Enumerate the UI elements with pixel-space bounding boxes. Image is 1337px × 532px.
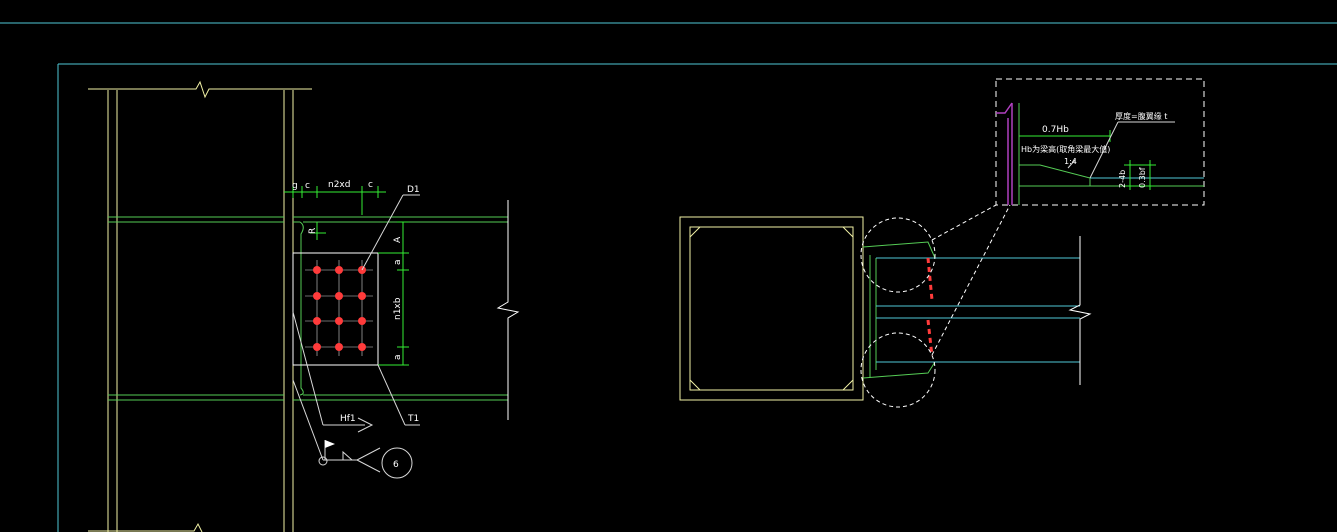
zoom-label-dim-v1: 2-4b [1118,170,1127,188]
dim-a1: a [393,259,403,265]
bolt [335,266,343,274]
callout-circle [381,447,413,479]
zoom-label-slope: 1:4 [1064,157,1077,166]
dims-right [378,221,409,366]
bolt [313,343,321,351]
weld-flag-icon [325,440,335,448]
weld-dashes [926,257,934,357]
zoom-detail-border [995,78,1205,206]
left-detail: g c n2xd c R A a n1xb a D1 [88,80,520,532]
zoom-label-0-7Hb: 0.7Hb [1042,125,1069,135]
beam-plan-break [1068,236,1092,385]
bolt [335,292,343,300]
column-break-line-bottom [88,522,203,532]
box-column-outer [679,216,864,401]
detail-circles [860,204,1011,408]
zoom-label-hb-note: Hb为梁高(取角梁最大值) [1021,144,1110,154]
column-break-line-top [88,80,312,99]
label-Hf1: Hf1 [340,414,356,424]
dims-top [284,186,386,215]
box-column-inner [689,226,854,391]
dim-g: g [292,181,298,191]
dim-n1xb: n1xb [393,297,403,320]
zoom-detail: 厚度=腹翼缘 t 0.7Hb Hb为梁高(取角梁最大值) 1:4 2-4b 0.… [995,78,1205,206]
bolt-group [305,260,373,356]
column-stiffeners [108,216,284,401]
dim-a2: a [393,354,403,360]
beam-break-line [496,200,520,420]
bolt [358,317,366,325]
bolt [313,292,321,300]
weld-symbol [292,379,381,473]
zoom-column-flange [996,102,1013,205]
dim-n2xd: n2xd [328,180,350,190]
label-T1: T1 [407,414,419,424]
bolt [358,343,366,351]
beam-cope-top [293,221,304,240]
bolt [313,266,321,274]
bolt [313,317,321,325]
dim-R: R [308,228,318,234]
beam-plan [862,241,936,379]
beam-cope-bottom [299,383,304,396]
dim-A: A [393,236,403,243]
dim-c1: c [305,181,310,191]
callout-number: 6 [393,460,399,470]
bolt [335,317,343,325]
column-elevation [88,80,312,532]
drawing-frame [0,22,1337,532]
dim-c2: c [368,180,373,190]
bolt [335,343,343,351]
zoom-label-thickness: 厚度=腹翼缘 t [1115,111,1167,121]
box-column-detail [679,204,1092,408]
zoom-label-dim-v2: 0.3bf [1138,167,1147,188]
bolt [358,292,366,300]
label-D1: D1 [407,185,420,195]
